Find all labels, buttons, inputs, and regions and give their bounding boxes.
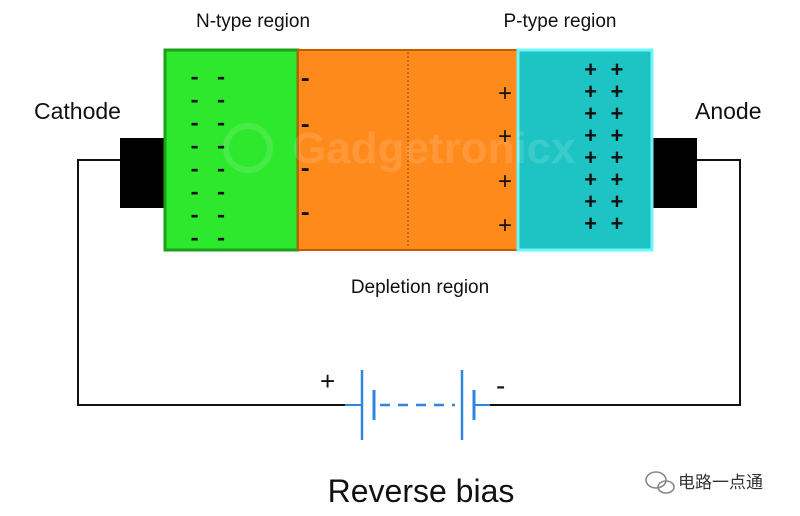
circuit-wires bbox=[77, 159, 741, 406]
svg-text:- -: - - bbox=[188, 66, 228, 91]
svg-text:+: + bbox=[498, 168, 512, 195]
svg-text:- -: - - bbox=[188, 181, 228, 206]
p-type-block bbox=[516, 48, 654, 252]
svg-text:-: - bbox=[298, 157, 312, 184]
svg-text:Gadgetronicx: Gadgetronicx bbox=[292, 124, 576, 173]
svg-text:-: - bbox=[298, 113, 312, 140]
watermark-logo: Gadgetronicx bbox=[223, 123, 576, 173]
svg-text:-: - bbox=[298, 67, 312, 94]
svg-text:+: + bbox=[498, 212, 512, 239]
battery-negative-sign: - bbox=[496, 370, 505, 401]
svg-text:+ +: + + bbox=[584, 169, 624, 194]
svg-text:- -: - - bbox=[188, 158, 228, 183]
svg-text:- -: - - bbox=[188, 227, 228, 252]
cathode-terminal bbox=[120, 138, 166, 208]
anode-label: Anode bbox=[695, 98, 762, 124]
n-region-electrons: - - - - - - - - - - - - - - - - bbox=[188, 66, 228, 252]
cathode-label: Cathode bbox=[34, 98, 121, 124]
depletion-label: Depletion region bbox=[351, 277, 489, 298]
svg-text:+ +: + + bbox=[584, 191, 624, 216]
anode-terminal bbox=[650, 138, 697, 208]
svg-text:- -: - - bbox=[188, 135, 228, 160]
svg-text:+ +: + + bbox=[584, 147, 624, 172]
depletion-negative-ions: - - - - bbox=[298, 67, 312, 228]
caption-title: Reverse bias bbox=[328, 473, 515, 509]
svg-text:-: - bbox=[298, 201, 312, 228]
n-type-block bbox=[163, 48, 300, 252]
svg-text:+ +: + + bbox=[584, 125, 624, 150]
depletion-positive-ions: + + + + bbox=[498, 80, 512, 239]
svg-text:电路一点通: 电路一点通 bbox=[678, 473, 763, 493]
n-type-label: N-type region bbox=[196, 11, 310, 32]
svg-text:- -: - - bbox=[188, 89, 228, 114]
svg-text:+ +: + + bbox=[584, 103, 624, 128]
svg-text:+ +: + + bbox=[584, 81, 624, 106]
battery-positive-sign: + bbox=[320, 366, 335, 396]
p-region-holes: + + + + + + + + + + + + + + + + bbox=[584, 59, 624, 238]
source-watermark: 电路一点通 bbox=[645, 471, 763, 494]
battery-symbol bbox=[345, 370, 490, 440]
svg-text:- -: - - bbox=[188, 204, 228, 229]
svg-text:- -: - - bbox=[188, 112, 228, 137]
svg-text:+: + bbox=[498, 80, 512, 107]
svg-text:+: + bbox=[498, 123, 512, 150]
svg-text:+ +: + + bbox=[584, 59, 624, 84]
svg-text:+ +: + + bbox=[584, 213, 624, 238]
p-type-label: P-type region bbox=[503, 11, 616, 32]
chat-bubble-icon bbox=[645, 471, 675, 494]
